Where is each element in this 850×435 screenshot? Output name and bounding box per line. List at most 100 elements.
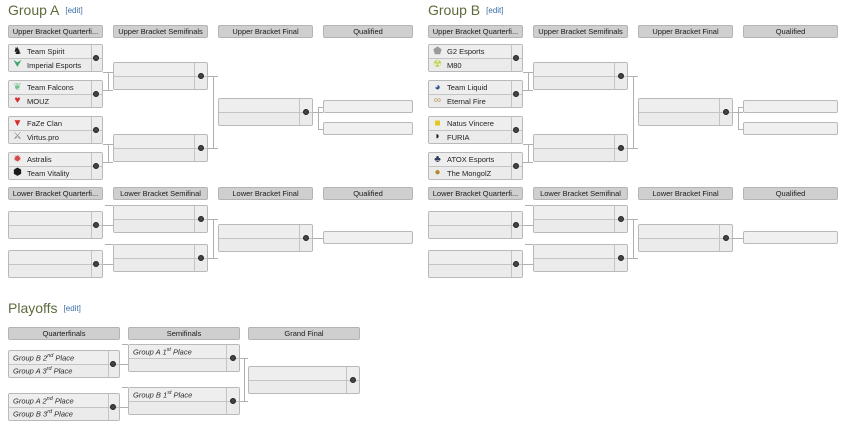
team-row[interactable]: Group A 3rd Place	[9, 364, 119, 377]
match-info-icon[interactable]	[109, 361, 116, 367]
group-b-lower-qualified-slot[interactable]	[743, 231, 838, 244]
match-info-icon[interactable]	[512, 91, 519, 97]
team-row[interactable]: ∞ Eternal Fire	[429, 94, 522, 107]
team-row[interactable]: ⬢ Team Vitality	[9, 166, 102, 179]
team-row[interactable]	[534, 76, 627, 89]
team-row[interactable]	[639, 238, 732, 251]
team-row[interactable]	[9, 212, 102, 225]
playoffs-sf-match-2[interactable]: Group B 1st Place	[128, 387, 240, 415]
team-row[interactable]	[639, 225, 732, 238]
team-row[interactable]	[534, 258, 627, 271]
team-row[interactable]: Group B 3rd Place	[9, 407, 119, 420]
group-b-qualified-slot-2[interactable]	[743, 122, 838, 135]
team-row[interactable]: ♣ ATOX Esports	[429, 153, 522, 166]
match-info-icon[interactable]	[617, 216, 624, 222]
match-info-icon[interactable]	[302, 235, 309, 241]
team-row[interactable]: ✹ Astralis	[9, 153, 102, 166]
team-row[interactable]: ☢ M80	[429, 58, 522, 71]
match-info-icon[interactable]	[512, 163, 519, 169]
group-a-lbqf-match-1[interactable]	[8, 211, 103, 239]
team-row[interactable]	[429, 264, 522, 277]
team-row[interactable]	[114, 148, 207, 161]
team-row[interactable]	[219, 99, 312, 112]
playoffs-sf-match-1[interactable]: Group A 1st Place	[128, 344, 240, 372]
team-row[interactable]	[9, 225, 102, 238]
team-row[interactable]	[219, 112, 312, 125]
team-row[interactable]: ● The MongolZ	[429, 166, 522, 179]
match-info-icon[interactable]	[617, 145, 624, 151]
group-b-ubqf-match-2[interactable]: ◕ Team Liquid ∞ Eternal Fire	[428, 80, 523, 108]
team-row[interactable]	[114, 206, 207, 219]
team-row[interactable]	[114, 63, 207, 76]
team-row[interactable]: ▼ FaZe Clan	[9, 117, 102, 130]
group-a-qualified-slot-2[interactable]	[323, 122, 413, 135]
team-row[interactable]: ⬟ G2 Esports	[429, 45, 522, 58]
team-row[interactable]	[9, 251, 102, 264]
match-info-icon[interactable]	[92, 222, 99, 228]
team-row[interactable]: ⮟ Imperial Esports	[9, 58, 102, 71]
team-row[interactable]	[9, 264, 102, 277]
team-row[interactable]	[534, 148, 627, 161]
team-row[interactable]	[114, 219, 207, 232]
group-a-ubf-match[interactable]	[218, 98, 313, 126]
team-row[interactable]: Group B 2nd Place	[9, 351, 119, 364]
match-info-icon[interactable]	[92, 91, 99, 97]
group-b-ubqf-match-1[interactable]: ⬟ G2 Esports ☢ M80	[428, 44, 523, 72]
group-b-ubf-match[interactable]	[638, 98, 733, 126]
group-b-qualified-slot-1[interactable]	[743, 100, 838, 113]
match-info-icon[interactable]	[617, 73, 624, 79]
group-a-qualified-slot-1[interactable]	[323, 100, 413, 113]
group-b-edit-link[interactable]: [edit]	[486, 6, 504, 15]
group-b-lbsf-match-1[interactable]	[533, 205, 628, 233]
match-info-icon[interactable]	[197, 216, 204, 222]
group-b-ubsf-match-1[interactable]	[533, 62, 628, 90]
match-info-icon[interactable]	[197, 145, 204, 151]
team-row[interactable]	[534, 135, 627, 148]
team-row[interactable]	[114, 135, 207, 148]
group-a-lbf-match[interactable]	[218, 224, 313, 252]
team-row[interactable]	[429, 212, 522, 225]
group-b-lbsf-match-2[interactable]	[533, 244, 628, 272]
team-row[interactable]	[534, 206, 627, 219]
match-info-icon[interactable]	[92, 163, 99, 169]
group-b-ubqf-match-4[interactable]: ♣ ATOX Esports ● The MongolZ	[428, 152, 523, 180]
match-info-icon[interactable]	[229, 355, 236, 361]
playoffs-qf-match-2[interactable]: Group A 2nd Place Group B 3rd Place	[8, 393, 120, 421]
team-row[interactable]: ❦ Team Falcons	[9, 81, 102, 94]
group-a-ubqf-match-2[interactable]: ❦ Team Falcons ♥ MOUZ	[8, 80, 103, 108]
group-a-lbsf-match-2[interactable]	[113, 244, 208, 272]
match-info-icon[interactable]	[197, 73, 204, 79]
team-row[interactable]	[129, 401, 239, 414]
match-info-icon[interactable]	[229, 398, 236, 404]
group-a-ubqf-match-1[interactable]: ♞ Team Spirit ⮟ Imperial Esports	[8, 44, 103, 72]
team-row[interactable]: ⚔ Virtus.pro	[9, 130, 102, 143]
match-info-icon[interactable]	[349, 377, 356, 383]
group-b-lbf-match[interactable]	[638, 224, 733, 252]
match-info-icon[interactable]	[92, 261, 99, 267]
match-info-icon[interactable]	[92, 55, 99, 61]
team-row[interactable]	[429, 251, 522, 264]
group-b-lbqf-match-1[interactable]	[428, 211, 523, 239]
team-row[interactable]: Group A 1st Place	[129, 345, 239, 358]
team-row[interactable]	[534, 219, 627, 232]
team-row[interactable]: ◕ Team Liquid	[429, 81, 522, 94]
group-a-ubqf-match-4[interactable]: ✹ Astralis ⬢ Team Vitality	[8, 152, 103, 180]
match-info-icon[interactable]	[512, 222, 519, 228]
team-row[interactable]	[219, 225, 312, 238]
playoffs-edit-link[interactable]: [edit]	[63, 304, 81, 313]
team-row[interactable]	[219, 238, 312, 251]
group-b-ubqf-match-3[interactable]: ■ Natus Vincere ◗ FURIA	[428, 116, 523, 144]
team-row[interactable]	[249, 380, 359, 393]
group-a-ubsf-match-2[interactable]	[113, 134, 208, 162]
group-a-ubqf-match-3[interactable]: ▼ FaZe Clan ⚔ Virtus.pro	[8, 116, 103, 144]
match-info-icon[interactable]	[512, 127, 519, 133]
group-a-lower-qualified-slot[interactable]	[323, 231, 413, 244]
team-row[interactable]	[114, 76, 207, 89]
match-info-icon[interactable]	[512, 261, 519, 267]
match-info-icon[interactable]	[617, 255, 624, 261]
team-row[interactable]: ♥ MOUZ	[9, 94, 102, 107]
playoffs-qf-match-1[interactable]: Group B 2nd Place Group A 3rd Place	[8, 350, 120, 378]
group-a-lbsf-match-1[interactable]	[113, 205, 208, 233]
group-b-lbqf-match-2[interactable]	[428, 250, 523, 278]
team-row[interactable]: ♞ Team Spirit	[9, 45, 102, 58]
